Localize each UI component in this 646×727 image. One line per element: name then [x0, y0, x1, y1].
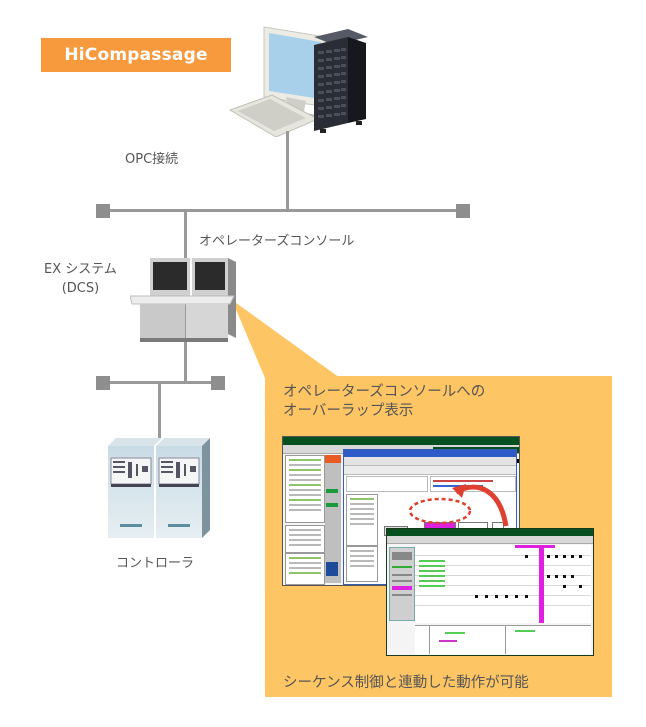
lower-network-bus	[104, 381, 218, 384]
upper-network-bus	[104, 209, 466, 212]
callout-title-line2: オーバーラップ表示	[283, 403, 414, 419]
callout-title: オペレーターズコンソールへの オーバーラップ表示	[283, 383, 485, 421]
lower-bus-left-terminal	[96, 376, 110, 390]
ex-system-label: EX システム (DCS)	[44, 260, 117, 298]
operator-console-icon	[129, 256, 240, 346]
lower-bus-right-terminal	[211, 376, 225, 390]
desktop-computer-icon	[228, 25, 368, 138]
ex-system-label-line2: (DCS)	[61, 281, 100, 296]
upper-bus-left-terminal	[96, 204, 110, 218]
callout-title-line1: オペレーターズコンソールへの	[283, 384, 486, 400]
product-badge: HiCompassage	[41, 38, 231, 72]
opc-connection-label: OPC接続	[125, 152, 179, 167]
ex-system-label-line1: EX システム	[44, 262, 117, 277]
callout-footer: シーケンス制御と連動した動作が可能	[283, 675, 529, 691]
controller-rack-icon	[106, 436, 218, 540]
controller-network-link	[158, 383, 161, 439]
pc-network-link	[286, 131, 289, 211]
upper-bus-right-terminal	[456, 204, 470, 218]
operator-console-label: オペレーターズコンソール	[199, 234, 355, 249]
controller-label: コントローラ	[116, 556, 195, 571]
sequence-chart-screenshot	[386, 528, 594, 656]
